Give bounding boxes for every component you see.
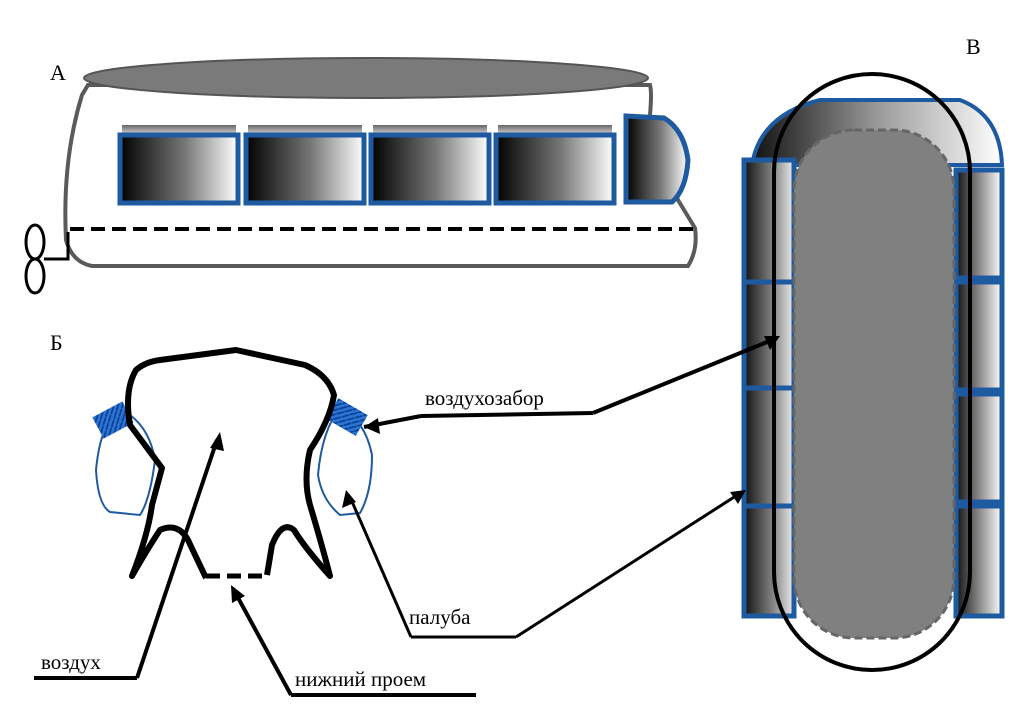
side-pod-block xyxy=(741,385,797,509)
side-windows xyxy=(117,113,691,206)
callouts: воздухозабор палуба воздух нижний проем xyxy=(34,336,780,697)
deck xyxy=(792,128,956,640)
window xyxy=(117,132,241,206)
side-pod-block xyxy=(953,167,1005,281)
window xyxy=(368,132,492,206)
side-pod-block xyxy=(953,503,1005,619)
panel-a-side-view: А xyxy=(24,57,698,295)
side-pod-block xyxy=(953,279,1005,393)
side-pod-block xyxy=(741,503,797,619)
deck-label: палуба xyxy=(409,605,471,629)
panel-label-c: В xyxy=(966,34,981,59)
window xyxy=(493,132,617,206)
panel-label-b: Б xyxy=(50,330,63,355)
skirt-outline xyxy=(772,72,972,672)
panel-label-a: А xyxy=(50,60,66,85)
hull-section xyxy=(125,347,337,580)
side-pod-block xyxy=(953,391,1005,505)
panel-b-cross-section xyxy=(92,347,374,580)
side-pod-block xyxy=(741,157,797,285)
window xyxy=(243,132,367,206)
air-intake-mesh-left xyxy=(92,401,134,439)
cockpit-window xyxy=(623,113,691,205)
window xyxy=(498,125,612,135)
side-pod-right xyxy=(316,406,374,517)
panel-c-top-view: В xyxy=(741,34,1005,672)
air-label: воздух xyxy=(41,650,101,674)
propeller xyxy=(24,223,70,295)
air-intake-mesh-right xyxy=(326,398,368,436)
bottom-opening-label: нижний проем xyxy=(295,667,426,691)
air-intake-label: воздухозабор xyxy=(425,386,544,410)
window xyxy=(248,125,362,135)
window xyxy=(122,125,236,135)
roof xyxy=(83,57,649,99)
side-pod-block xyxy=(741,279,797,391)
window xyxy=(373,125,487,135)
